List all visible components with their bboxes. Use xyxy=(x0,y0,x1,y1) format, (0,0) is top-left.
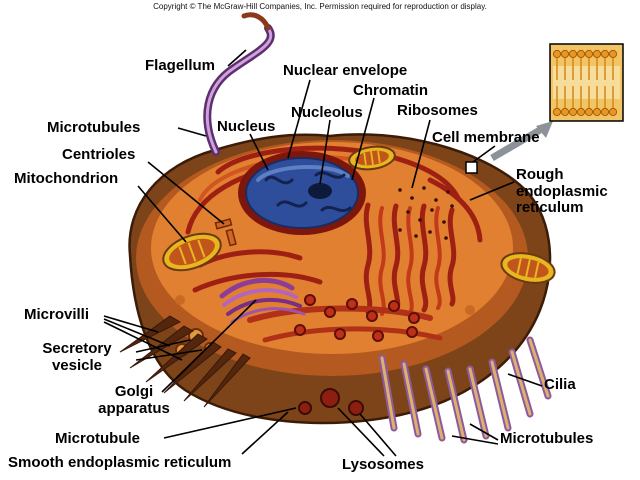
inset-arrow xyxy=(490,121,553,162)
label-rough-er: Rough endoplasmic reticulum xyxy=(516,166,608,216)
label-smooth-er: Smooth endoplasmic reticulum xyxy=(8,454,232,471)
leader-nucleolus xyxy=(319,119,331,185)
mitochondrion-right xyxy=(500,252,556,284)
leader-microtubules-bottom xyxy=(451,423,499,445)
mitochondrion-left xyxy=(162,232,222,272)
leader-rough-er xyxy=(469,181,515,201)
label-microtubules-top: Microtubules xyxy=(47,119,141,136)
leader-golgi xyxy=(161,299,257,393)
leader-cell-membrane xyxy=(472,145,496,163)
label-ribosomes: Ribosomes xyxy=(397,102,478,119)
cytoplasm-texture xyxy=(465,305,475,315)
leader-microtubule-bottom xyxy=(163,407,297,439)
membrane-sample-marker xyxy=(465,161,478,174)
label-flagellum: Flagellum xyxy=(145,57,216,74)
mitochondrion-top xyxy=(348,145,396,171)
ribosome-dots xyxy=(398,186,454,240)
phospholipid-tails xyxy=(556,58,614,108)
leader-centrioles xyxy=(147,161,225,225)
copyright-line: Copyright © The McGraw-Hill Companies, I… xyxy=(153,2,487,11)
chromatin-strands xyxy=(264,171,352,213)
leader-cilia xyxy=(507,373,543,387)
leader-lysosomes xyxy=(337,407,397,457)
label-lysosomes: Lysosomes xyxy=(342,456,424,473)
nucleus xyxy=(238,151,366,235)
cilia-rods xyxy=(378,336,552,444)
label-secretory-vesicle: Secretory vesicle xyxy=(42,340,112,374)
leader-mitochondrion xyxy=(137,185,187,243)
nucleus-highlight xyxy=(256,164,350,182)
flagellum-body xyxy=(203,12,275,156)
label-microtubule-bottom: Microtubule xyxy=(55,430,140,447)
leader-chromatin xyxy=(351,97,375,181)
leader-flagellum xyxy=(227,49,247,67)
leader-microvilli xyxy=(103,315,183,361)
label-mitochondrion: Mitochondrion xyxy=(14,170,119,187)
label-centrioles: Centrioles xyxy=(62,146,136,163)
leader-microtubules-top xyxy=(177,127,207,137)
lysosomes-bodies xyxy=(298,388,364,416)
leader-nucleus xyxy=(249,133,269,171)
cytoplasm-texture xyxy=(175,295,185,305)
label-golgi-apparatus: Golgi apparatus xyxy=(98,383,170,417)
phospholipid-heads xyxy=(552,49,618,117)
label-chromatin: Chromatin xyxy=(353,82,428,99)
er-tubules xyxy=(294,294,420,342)
membrane-inset xyxy=(549,43,624,122)
label-nucleus: Nucleus xyxy=(217,118,276,135)
label-cell-membrane: Cell membrane xyxy=(432,129,540,146)
label-nucleolus: Nucleolus xyxy=(291,104,363,121)
leader-smooth-er xyxy=(241,411,289,455)
leader-lines xyxy=(103,49,543,457)
label-microvilli: Microvilli xyxy=(24,306,90,323)
leader-ribosomes xyxy=(411,119,431,189)
label-microtubules-bottom: Microtubules xyxy=(500,430,594,447)
leader-nuclear-envelope xyxy=(287,79,311,159)
label-cilia: Cilia xyxy=(544,376,576,393)
leader-secretory-vesicle xyxy=(135,339,203,361)
label-nuclear-envelope: Nuclear envelope xyxy=(283,62,408,79)
nucleolus-body xyxy=(308,183,332,199)
